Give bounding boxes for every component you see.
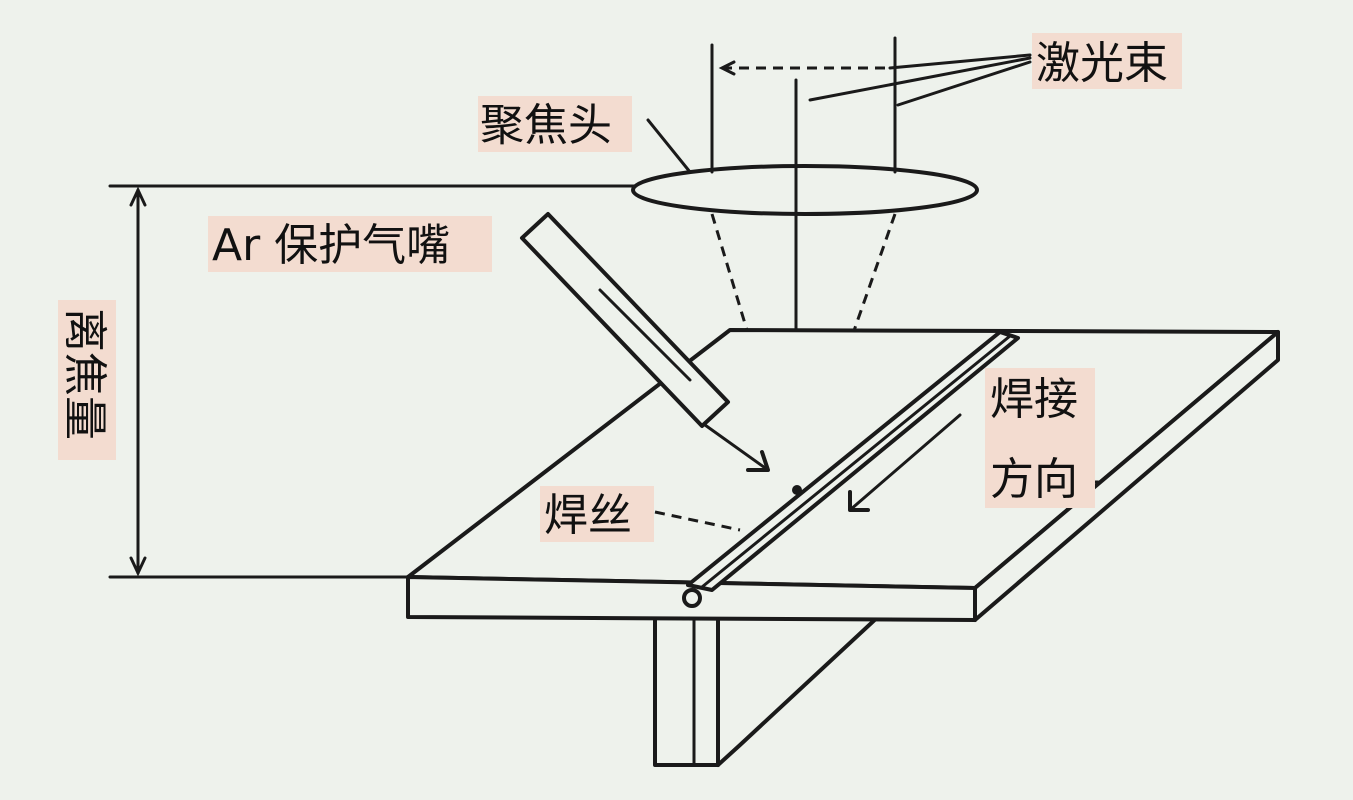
ar-gas-flow	[703, 423, 770, 472]
laser-leader-1	[888, 53, 1032, 70]
ar-nozzle-label-bg	[208, 216, 492, 272]
laser-leader-3	[896, 60, 1032, 107]
web-plate-side	[716, 613, 882, 767]
laser-beam-label-bg	[1032, 33, 1182, 89]
focus-head-leader	[646, 118, 692, 174]
ar-nozzle-inner	[598, 288, 692, 382]
ar-nozzle-label: Ar 保护气嘴	[212, 220, 450, 271]
welding-direction-arrow	[848, 490, 870, 512]
ar-gas-arrow	[746, 450, 770, 472]
filler-wire-leader	[654, 510, 741, 532]
welding-dir-label-2: 方向	[990, 454, 1078, 505]
filler-wire-label-bg	[540, 486, 654, 542]
flange-right	[973, 330, 1280, 622]
filler-wire-label: 焊丝	[544, 490, 632, 541]
focus-head-label: 聚焦头	[480, 100, 612, 151]
beam-width-arrow-left	[718, 60, 736, 76]
welding-dir-label-1: 焊接	[990, 374, 1078, 425]
focus-point	[792, 485, 802, 495]
focus-head-label-bg	[478, 96, 632, 152]
ar-nozzle	[520, 212, 730, 428]
defocus-label: 离焦量	[59, 308, 110, 440]
defocus-arrow-bottom	[129, 556, 147, 577]
welding-dir-label-bg	[985, 368, 1095, 508]
welding-direction-line	[848, 413, 962, 512]
defocus-label-bg	[58, 300, 116, 460]
laser-beam-label: 激光束	[1036, 38, 1168, 89]
weld-seam-center	[700, 334, 1012, 589]
laser-leader-2	[808, 56, 1032, 102]
focus-lens	[631, 164, 979, 216]
defocus-arrow-top	[129, 186, 147, 207]
weld-root	[682, 588, 702, 608]
web-plate	[653, 613, 720, 767]
